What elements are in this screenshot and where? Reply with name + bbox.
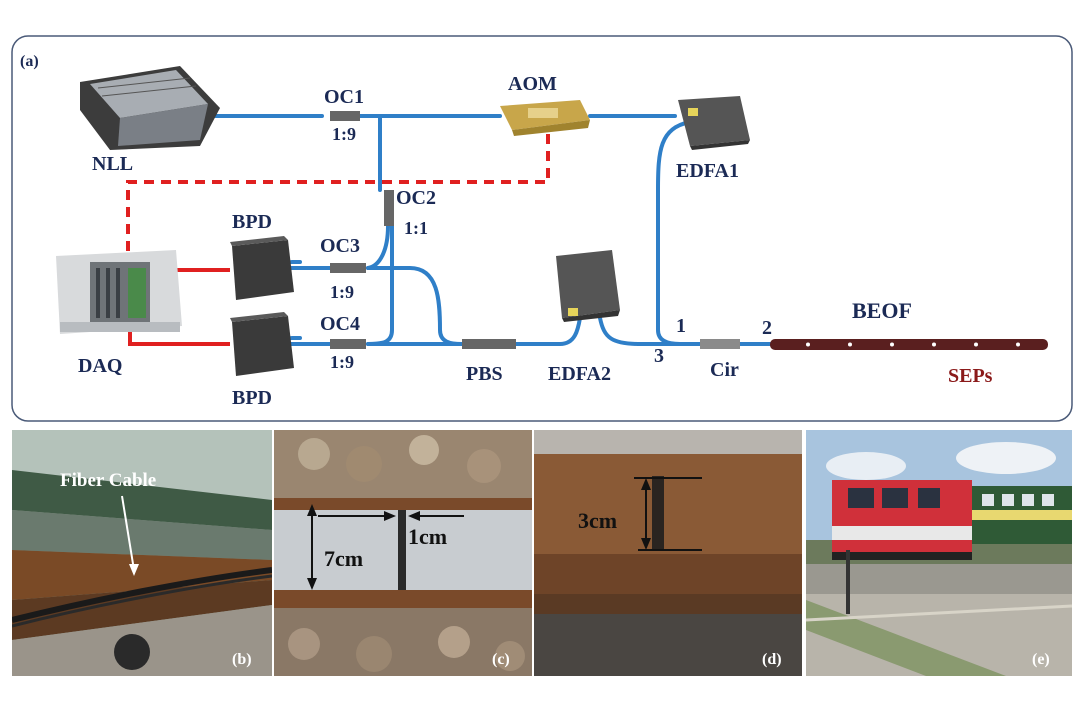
circulator-device bbox=[700, 339, 740, 349]
photo-c-tag: (c) bbox=[492, 651, 510, 668]
photo-e: (e) bbox=[806, 430, 1072, 676]
dim-gap-label: 1cm bbox=[408, 524, 447, 549]
sep-marker bbox=[974, 342, 978, 347]
beof-label: BEOF bbox=[852, 298, 912, 323]
fiber-cable-arrow bbox=[121, 495, 135, 571]
dim-height-label: 7cm bbox=[324, 546, 363, 571]
oc1-ratio: 1:9 bbox=[332, 124, 356, 144]
photo-d-tag: (d) bbox=[762, 651, 782, 668]
sep-marker bbox=[806, 342, 810, 347]
daq-device bbox=[56, 250, 182, 334]
oc4-label: OC4 bbox=[320, 313, 360, 335]
nll-device bbox=[80, 66, 220, 150]
sep-marker bbox=[932, 342, 936, 347]
port3-label: 3 bbox=[654, 345, 664, 367]
bpd-bottom-device bbox=[230, 312, 294, 376]
aom-device bbox=[500, 100, 590, 136]
oc3-coupler bbox=[330, 263, 366, 273]
nll-label: NLL bbox=[92, 153, 133, 175]
oc2-ratio: 1:1 bbox=[404, 218, 428, 238]
daq-label: DAQ bbox=[78, 355, 122, 377]
oc2-label: OC2 bbox=[396, 187, 436, 209]
pbs-label: PBS bbox=[466, 363, 503, 385]
bpd-top-device bbox=[230, 236, 294, 300]
oc3-ratio: 1:9 bbox=[330, 282, 354, 302]
cir-label: Cir bbox=[710, 359, 739, 381]
fiber-cable-label: Fiber Cable bbox=[60, 470, 156, 491]
sep-marker bbox=[890, 342, 894, 347]
seps-label: SEPs bbox=[948, 365, 993, 387]
oc1-label: OC1 bbox=[324, 86, 364, 108]
sep-marker bbox=[848, 342, 852, 347]
panel-a-tag: (a) bbox=[20, 53, 39, 70]
bpd-bottom-label: BPD bbox=[232, 387, 272, 409]
oc3-label: OC3 bbox=[320, 235, 360, 257]
photo-c: 7cm 1cm (c) bbox=[274, 430, 532, 676]
oc4-ratio: 1:9 bbox=[330, 352, 354, 372]
pbs-device bbox=[462, 339, 516, 349]
port1-label: 1 bbox=[676, 315, 686, 337]
sep-marker bbox=[1016, 342, 1020, 347]
setup-diagram: (a) bbox=[11, 35, 1073, 422]
edfa1-device bbox=[678, 96, 750, 150]
edfa1-label: EDFA1 bbox=[676, 160, 739, 182]
edfa2-label: EDFA2 bbox=[548, 363, 611, 385]
photo-b: Fiber Cable (b) bbox=[12, 430, 272, 676]
photo-e-tag: (e) bbox=[1032, 651, 1050, 668]
oc4-coupler bbox=[330, 339, 366, 349]
fiber-paths bbox=[198, 114, 772, 346]
photo-d: 3cm (d) bbox=[534, 430, 802, 676]
edfa2-device bbox=[556, 250, 620, 322]
dim-depth-label: 3cm bbox=[578, 508, 617, 533]
beof-fiber bbox=[770, 339, 1048, 350]
aom-label: AOM bbox=[508, 73, 557, 95]
port2-label: 2 bbox=[762, 317, 772, 339]
oc2-coupler bbox=[384, 190, 394, 226]
photo-b-tag: (b) bbox=[232, 651, 252, 668]
bpd-top-label: BPD bbox=[232, 211, 272, 233]
oc1-coupler bbox=[330, 111, 360, 121]
